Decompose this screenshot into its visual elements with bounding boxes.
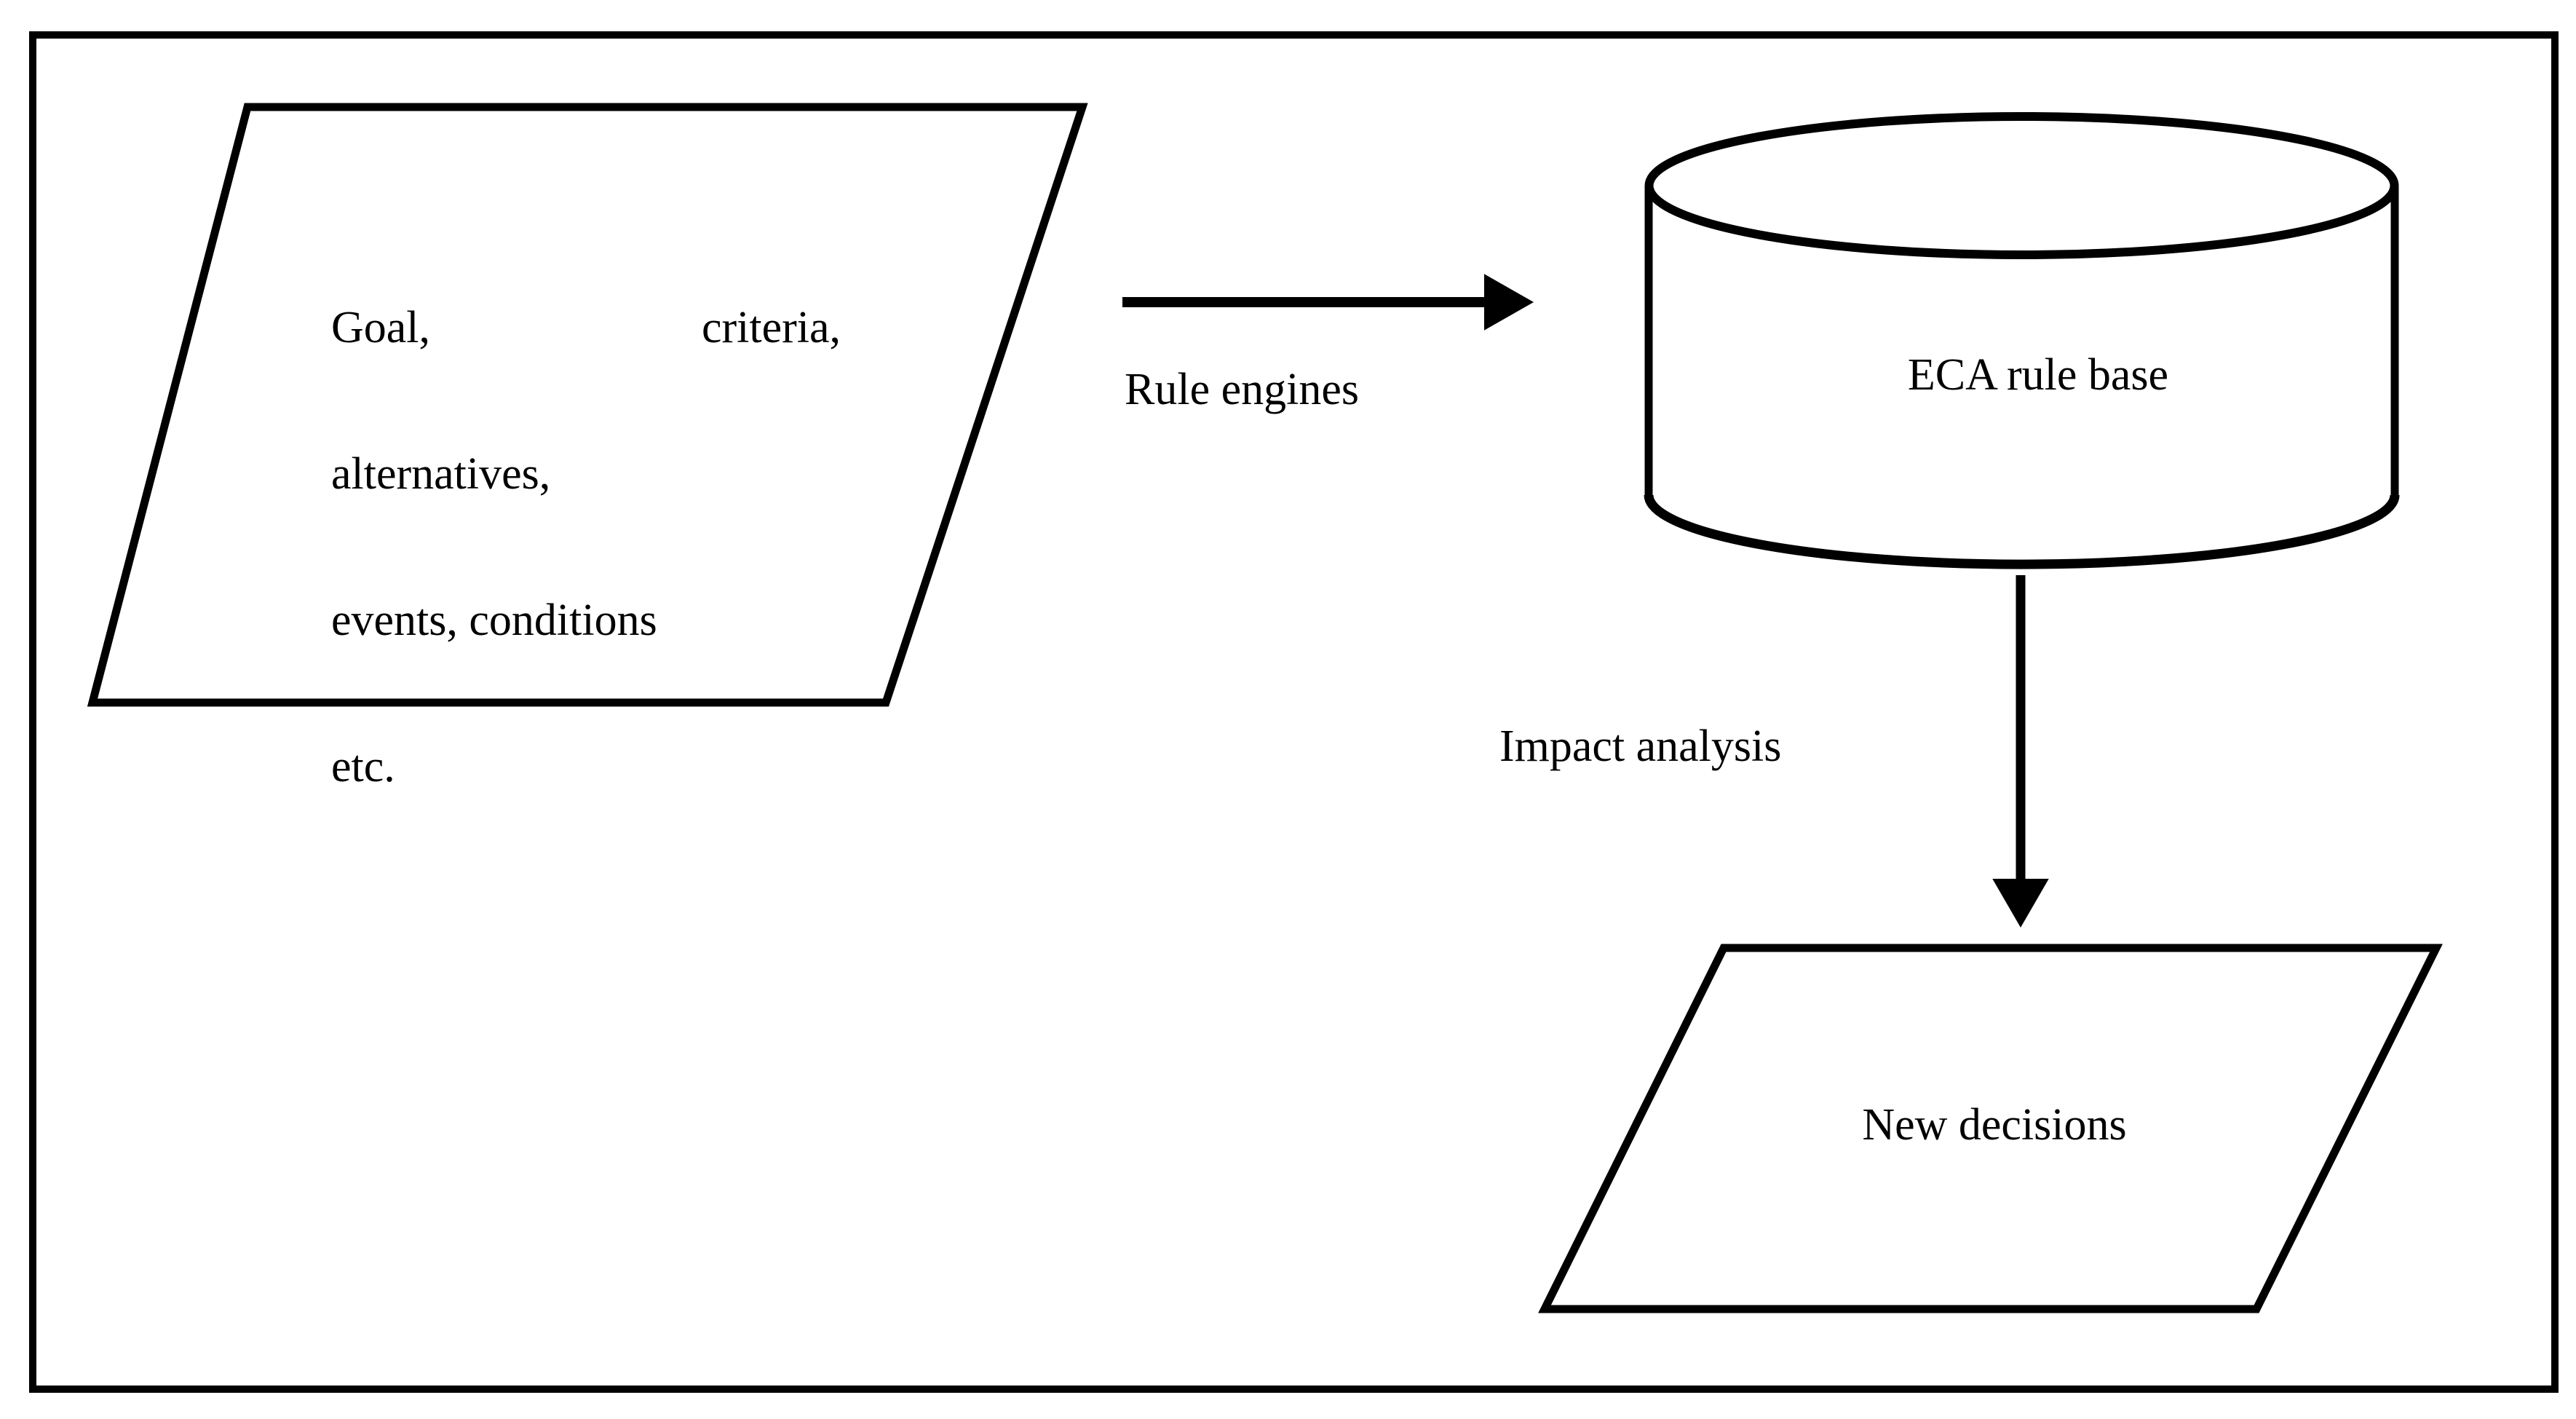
- impact-analysis-arrow: [1992, 575, 2049, 928]
- source-data-line-3: events, conditions: [331, 596, 657, 646]
- source-data-label: Goal, criteria, alternatives, events, co…: [331, 218, 841, 877]
- rule-engines-edge-label: Rule engines: [1125, 365, 1359, 414]
- source-data-line-2: alternatives,: [331, 449, 551, 499]
- new-decisions-label: New decisions: [1862, 1100, 2127, 1150]
- eca-rule-base-label: ECA rule base: [1907, 350, 2169, 400]
- outer-frame: [29, 31, 2559, 1393]
- source-data-line-1: Goal, criteria,: [331, 303, 841, 353]
- new-decisions-parallelogram: [1538, 944, 2443, 1313]
- eca-rule-base-cylinder: [1644, 112, 2400, 569]
- source-data-parallelogram: [87, 103, 1088, 707]
- rule-engines-arrow: [1122, 274, 1534, 331]
- source-data-line-4: etc.: [331, 742, 395, 792]
- impact-analysis-edge-label: Impact analysis: [1499, 722, 1782, 771]
